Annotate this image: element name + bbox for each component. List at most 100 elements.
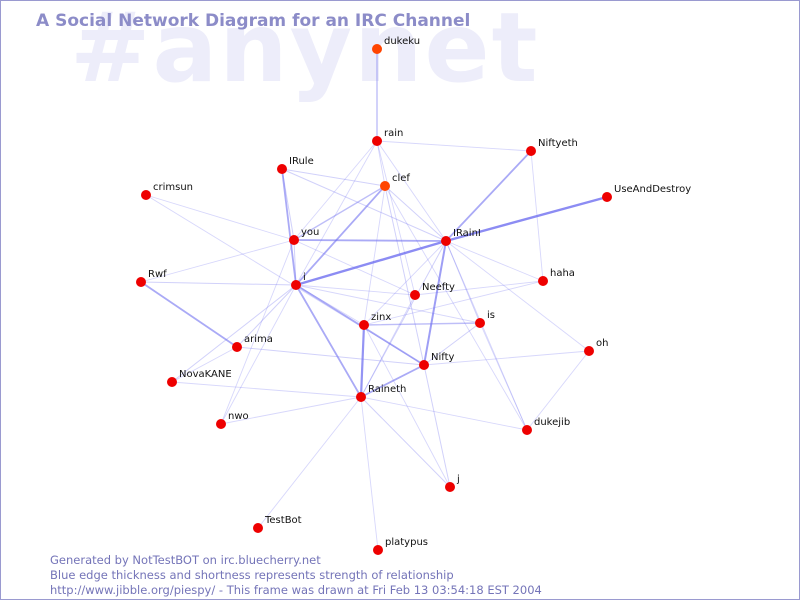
node-UseAndDestroy[interactable]: UseAndDestroy [602, 184, 691, 202]
edge-clef-i [295, 185, 386, 286]
channel-watermark: #anynet [70, 0, 540, 104]
node-j[interactable]: j [445, 474, 460, 492]
node-clef[interactable]: clef [380, 173, 410, 191]
edge-Nifty-Raineth [360, 364, 425, 398]
node-label: haha [550, 268, 575, 279]
node-label: UseAndDestroy [614, 184, 691, 195]
edge-i-nwo [220, 284, 297, 425]
edge-Raineth-dukejib [360, 396, 528, 431]
footer-legend: Blue edge thickness and shortness repres… [50, 568, 454, 582]
node-Raineth[interactable]: Raineth [356, 384, 406, 402]
edge-IRainI-is [445, 240, 481, 324]
edge-Neefty-Raineth [360, 294, 416, 398]
node-dot [141, 190, 151, 200]
edge-IRainI-zinx [363, 240, 447, 326]
node-dot [602, 192, 612, 202]
edge-IRainI-haha [445, 240, 544, 282]
node-you[interactable]: you [289, 227, 319, 245]
node-dot [372, 44, 382, 54]
node-NovaKANE[interactable]: NovaKANE [167, 369, 232, 387]
node-dukeku[interactable]: dukeku [372, 36, 420, 54]
node-oh[interactable]: oh [584, 338, 608, 356]
node-dot [522, 425, 532, 435]
edge-arima-NovaKANE [171, 346, 238, 383]
node-zinx[interactable]: zinx [359, 312, 391, 330]
node-Rwf[interactable]: Rwf [136, 269, 167, 287]
edge-crimsun-you [145, 194, 295, 241]
edge-clef-IRainI [384, 185, 447, 242]
edge-zinx-is [363, 322, 481, 326]
edge-i-NovaKANE [171, 284, 297, 383]
edge-IRainI-oh [445, 240, 590, 352]
edge-rain-Neefty [376, 140, 416, 296]
edge-i-zinx [295, 284, 365, 326]
node-label: Niftyeth [538, 138, 578, 149]
edge-you-i [293, 239, 297, 286]
edge-zinx-Raineth [359, 323, 366, 399]
node-dot [359, 320, 369, 330]
diagram-title: A Social Network Diagram for an IRC Chan… [36, 11, 471, 31]
node-arima[interactable]: arima [232, 334, 273, 352]
edge-UseAndDestroy-IRainI [444, 195, 609, 243]
node-crimsun[interactable]: crimsun [141, 182, 193, 200]
edge-clef-Nifty [384, 185, 425, 366]
node-haha[interactable]: haha [538, 268, 575, 286]
edge-IRainI-Nifty [423, 240, 447, 366]
edge-Raineth-nwo [220, 396, 362, 425]
node-label: IRule [289, 156, 314, 167]
edge-is-dukejib [479, 322, 528, 431]
node-dukejib[interactable]: dukejib [522, 417, 570, 435]
node-label: arima [244, 334, 273, 345]
node-label: Nifty [431, 352, 455, 363]
edges-layer [140, 48, 609, 551]
node-label: dukeku [384, 36, 420, 47]
node-Nifty[interactable]: Nifty [419, 352, 455, 370]
node-label: is [487, 310, 495, 321]
node-TestBot[interactable]: TestBot [253, 515, 302, 533]
edge-NovaKANE-Raineth [171, 381, 362, 398]
edge-i-Raineth [295, 284, 362, 398]
edge-IRule-IRainI [281, 168, 447, 242]
edge-IRainI-i [294, 239, 448, 287]
node-label: zinx [371, 312, 391, 323]
node-platypus[interactable]: platypus [373, 537, 428, 555]
edge-oh-Nifty [423, 350, 590, 366]
footer: Generated by NotTestBOT on irc.bluecherr… [50, 553, 542, 598]
node-dot [526, 146, 536, 156]
edge-is-Nifty [423, 322, 481, 366]
node-dot [584, 346, 594, 356]
node-dot [380, 181, 390, 191]
node-IRainI[interactable]: IRainI [441, 228, 481, 246]
node-is[interactable]: is [475, 310, 495, 328]
node-dot [253, 523, 263, 533]
edge-you-nwo [220, 239, 295, 425]
node-dot [373, 545, 383, 555]
node-label: rain [384, 128, 403, 139]
node-dot [291, 280, 301, 290]
node-label: j [456, 474, 460, 485]
node-Niftyeth[interactable]: Niftyeth [526, 138, 578, 156]
edge-haha-zinx [363, 280, 544, 326]
node-dot [445, 482, 455, 492]
edge-arima-Nifty [236, 346, 425, 366]
node-dot [216, 419, 226, 429]
node-rain[interactable]: rain [372, 128, 403, 146]
node-IRule[interactable]: IRule [277, 156, 314, 174]
node-Neefty[interactable]: Neefty [410, 282, 455, 300]
edge-rain-Niftyeth [376, 140, 532, 152]
node-nwo[interactable]: nwo [216, 411, 249, 429]
footer-link[interactable]: http://www.jibble.org/piespy/ - This fra… [50, 583, 542, 597]
edge-Raineth-platypus [360, 396, 379, 551]
node-i[interactable]: i [291, 272, 306, 290]
edge-oh-dukejib [526, 350, 590, 431]
edge-i-Neefty [295, 284, 416, 296]
node-dot [167, 377, 177, 387]
edge-you-Rwf [140, 239, 295, 283]
node-label: NovaKANE [179, 369, 232, 380]
node-dot [410, 290, 420, 300]
node-dot [538, 276, 548, 286]
edge-IRule-i [281, 168, 297, 286]
node-dot [289, 235, 299, 245]
